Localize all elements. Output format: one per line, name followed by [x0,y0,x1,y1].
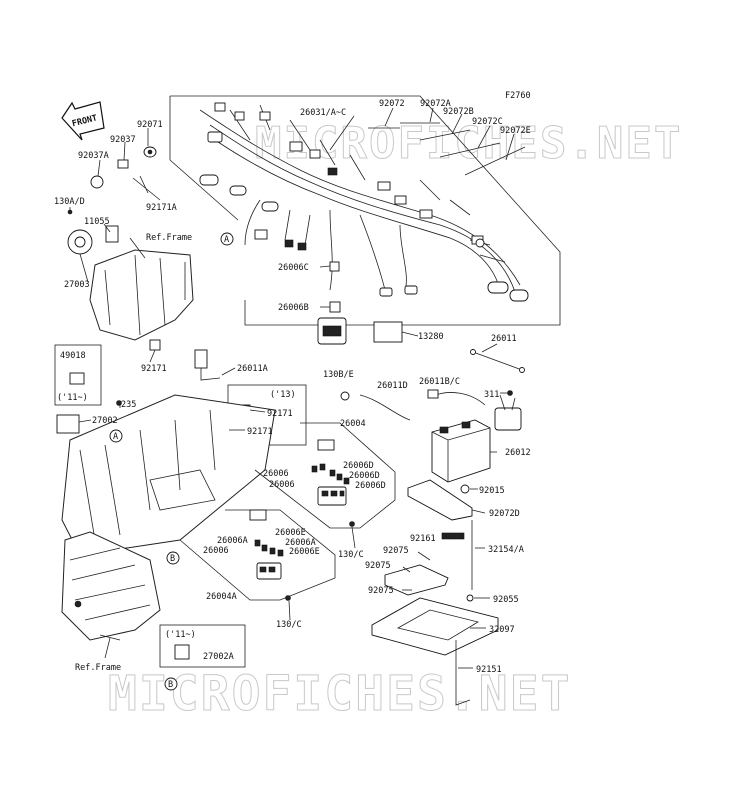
label-92037A: 92037A [78,151,109,161]
label-92171-c: 92171 [247,427,273,437]
detail-box-49018 [54,344,102,406]
label-26006E-1: 26006E [275,528,306,538]
relay-box-26004A [179,509,336,601]
label-26006D-2: 26006D [349,471,380,481]
label-92161: 92161 [410,534,436,544]
label-92171-a: 92171 [141,364,167,374]
label-92171-b: 92171 [267,409,293,419]
label-92072C: 92072C [472,117,503,127]
label-92075-b: 92075 [365,561,391,571]
callout-b-3: B [0,0,5,3]
battery-cables [340,389,522,431]
label-235: 235 [121,400,136,410]
svg-text:A: A [224,235,229,245]
label-26004: 26004 [340,419,366,429]
label-130BE: 130B/E [323,370,354,380]
front-arrow-icon: FRONT [61,101,105,141]
label-26004A: 26004A [206,592,237,602]
label-92055: 92055 [493,595,519,605]
diagram-code: F2760 [505,91,531,101]
label-311: 311 [484,390,499,400]
label-26012: 26012 [505,448,531,458]
label-26006-b: 26006 [269,480,295,490]
leader-lines [69,107,515,669]
label-92151: 92151 [476,665,502,675]
label-13280: 13280 [418,332,444,342]
connector-92171 [149,339,161,351]
label-130C-2: 130/C [276,620,302,630]
label-26011BC: 26011B/C [419,377,460,387]
label-11055: 11055 [84,217,110,227]
top-left-hardware [90,146,161,201]
note-11-first: ('11~) [57,393,88,403]
relay-27002 [56,414,80,434]
label-92015: 92015 [479,486,505,496]
label-26006A-1: 26006A [217,536,248,546]
svg-text:B: B [168,680,173,690]
label-92072: 92072 [379,99,405,109]
note-13: ('13) [270,390,296,400]
battery-tray [371,479,499,706]
relays-26006 [317,261,403,345]
lower-frame-section [61,394,276,641]
cable-26011 [470,349,525,373]
cable-ties [368,122,526,176]
label-92037: 92037 [110,135,136,145]
callout-b-1: B [166,551,180,565]
label-26006D-3: 26006D [355,481,386,491]
screw-130C-2 [285,595,291,601]
label-26006A-2: 26006A [285,538,316,548]
label-130C-1: 130/C [338,550,364,560]
watermark-bottom: MICROFICHES.NET [108,666,571,722]
label-49018: 49018 [60,351,86,361]
callout-b-2: B [164,677,178,691]
label-92171A: 92171A [146,203,177,213]
upper-frame-section [89,249,194,341]
detail-box-27002A [159,624,246,668]
label-130AD: 130A/D [54,197,85,207]
screw-130C-1 [349,521,355,527]
main-harness-box [169,95,561,326]
label-26011A: 26011A [237,364,268,374]
label-92075-c: 92075 [368,586,394,596]
label-92072D: 92072D [489,509,520,519]
label-32097: 32097 [489,625,515,635]
label-32154A: 32154/A [488,545,524,555]
label-26006E-2: 26006E [289,547,320,557]
label-27003: 27003 [64,280,90,290]
label-ref-frame-bottom: Ref.Frame [75,663,121,673]
label-26006D-1: 26006D [343,461,374,471]
label-26031: 26031/A~C [300,108,346,118]
svg-text:A: A [113,432,118,442]
label-26006C: 26006C [278,263,309,273]
label-26006-c: 26006 [203,546,229,556]
label-92072A: 92072A [420,99,451,109]
label-26011D: 26011D [377,381,408,391]
connector-26011A-end [194,349,208,369]
watermark-top: MICROFICHES.NET [255,118,682,169]
label-92075-a: 92075 [383,546,409,556]
label-26011: 26011 [491,334,517,344]
relay-box-26004 [254,422,396,529]
label-92072B: 92072B [443,107,474,117]
label-27002A: 27002A [203,652,234,662]
label-ref-frame-top: Ref.Frame [146,233,192,243]
battery-26012 [431,419,491,483]
label-26006B: 26006B [278,303,309,313]
callout-a-1: A [220,232,234,246]
callout-a-2: A [109,429,123,443]
label-92071: 92071 [137,120,163,130]
label-26006-a: 26006 [263,469,289,479]
main-wiring-harness [199,102,529,302]
label-27002: 27002 [92,416,118,426]
note-11-second: ('11~) [165,630,196,640]
label-92072E: 92072E [500,126,531,136]
svg-text:B: B [170,554,175,564]
